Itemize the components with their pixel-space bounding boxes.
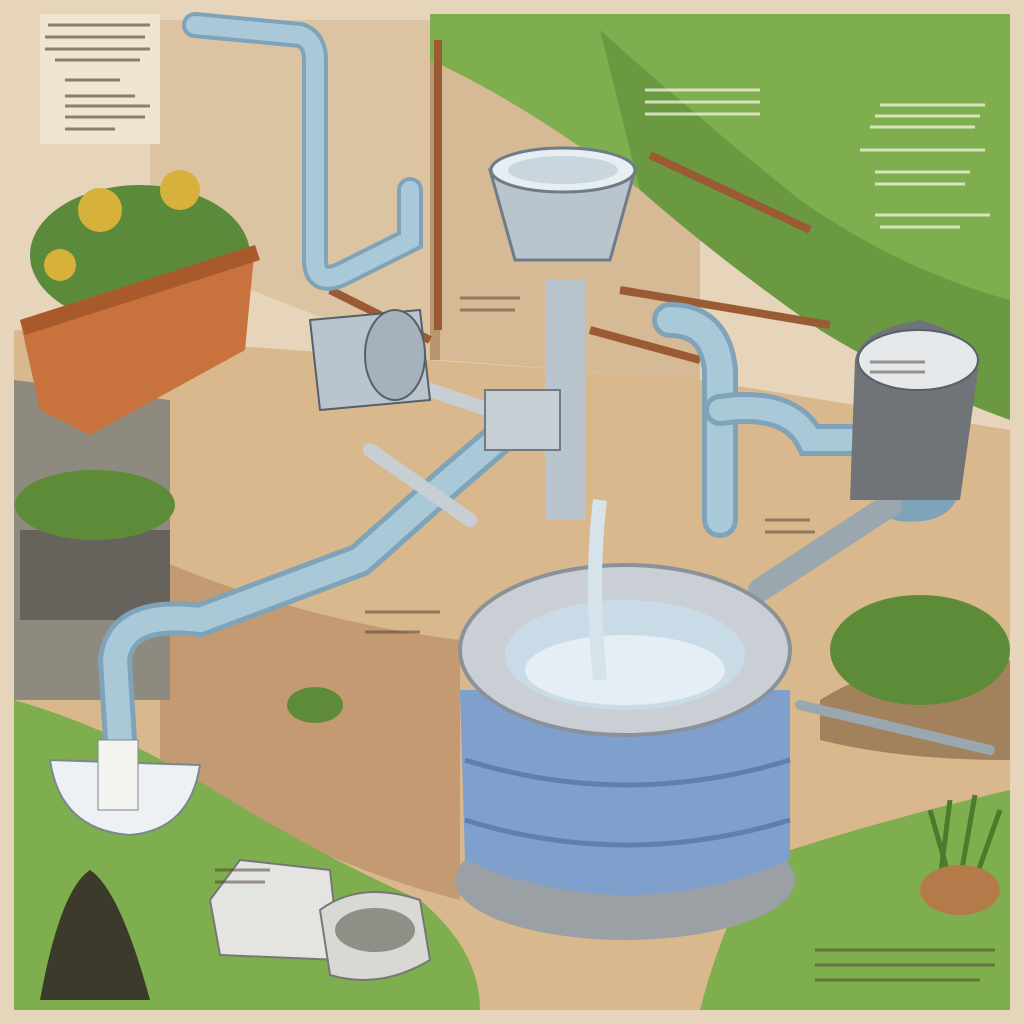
pump-unit — [308, 308, 432, 412]
planter-box — [20, 170, 260, 435]
water-stream — [588, 499, 607, 681]
grass-bottom-right — [700, 790, 1010, 1010]
root-ball — [40, 870, 150, 1000]
pvc-pipes — [97, 12, 995, 757]
shrub-left — [15, 470, 175, 540]
grass-tuft — [927, 794, 1003, 881]
storage-tank — [455, 499, 795, 940]
sand-filter-box — [208, 858, 432, 981]
label-text-grass — [645, 88, 990, 229]
central-filter-unit — [484, 146, 637, 520]
trench — [160, 560, 460, 900]
label-panel-top-left — [40, 14, 160, 144]
label-text-misc — [215, 296, 995, 982]
shrub-right — [830, 595, 1010, 705]
canister-filter — [850, 320, 979, 500]
catch-basin — [48, 739, 202, 837]
